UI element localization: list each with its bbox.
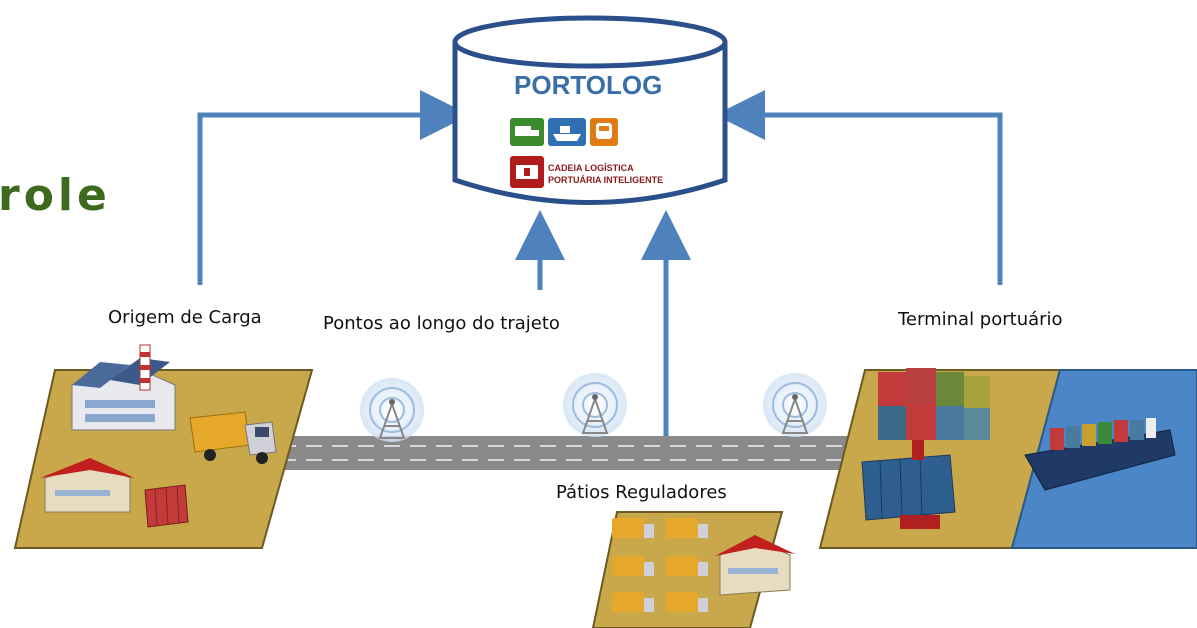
truck-icon [612,556,654,576]
arrow-origin-to-db [197,90,470,285]
truck-icon [612,518,654,538]
antenna-icon [563,373,627,437]
crane-container-icon [861,440,956,529]
road [280,436,860,470]
truck-icon [666,592,708,612]
route-label: Pontos ao longo do trajeto [323,313,560,334]
arrow-terminal-to-db [715,90,1003,285]
database-subtitle-line1: CADEIA LOGÍSTICA [548,163,634,173]
origin-label: Origem de Carga [108,307,262,328]
page-title-fragment: role [0,170,111,221]
origin-area [13,344,314,549]
warehouse-icon [715,535,795,596]
truck-icon [666,518,708,538]
container-icon [144,484,189,528]
antenna-icon [763,373,827,437]
database-title: PORTOLOG [514,70,663,100]
container-stack-icon [878,368,990,440]
flow-arrows [197,90,1003,465]
yards-area [591,511,795,628]
truck-icon [612,592,654,612]
antenna-icons [360,373,827,442]
yards-label: Pátios Reguladores [556,482,727,503]
warehouse-icon [40,458,135,513]
terminal-label: Terminal portuário [898,309,1063,330]
truck-icon [666,556,708,576]
ship-icon [1024,418,1176,491]
truck-icon [189,411,277,464]
portolog-database [452,15,728,205]
database-subtitle-line2: PORTUÁRIA INTELIGENTE [548,175,664,185]
antenna-icon [360,378,424,442]
factory-icon [71,344,176,431]
terminal-area [818,368,1197,549]
